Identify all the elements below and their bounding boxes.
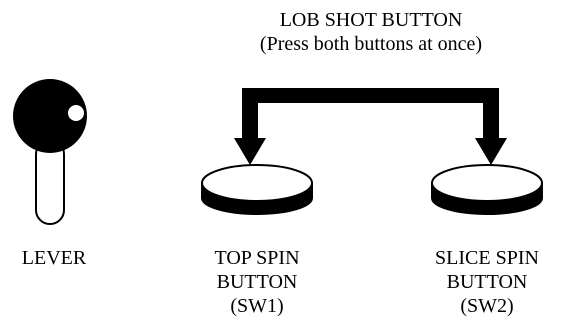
joystick-lever-icon bbox=[13, 79, 87, 225]
slice-spin-label: SLICE SPIN BUTTON (SW2) bbox=[416, 246, 558, 318]
top-spin-label: TOP SPIN BUTTON (SW1) bbox=[186, 246, 328, 318]
lob-shot-title: LOB SHOT BUTTON bbox=[279, 9, 463, 31]
top-spin-switch-id: (SW1) bbox=[230, 295, 284, 317]
lever-label: LEVER bbox=[21, 247, 87, 269]
slice-spin-line2: BUTTON bbox=[446, 271, 528, 293]
top-spin-button-icon bbox=[201, 164, 313, 215]
slice-spin-line1: SLICE SPIN bbox=[435, 247, 539, 269]
lob-shot-label: LOB SHOT BUTTON (Press both buttons at o… bbox=[213, 8, 529, 56]
slice-spin-button-icon bbox=[431, 164, 543, 215]
top-spin-line2: BUTTON bbox=[216, 271, 298, 293]
bracket-arrow-icon bbox=[234, 88, 507, 165]
top-spin-line1: TOP SPIN bbox=[214, 247, 300, 269]
slice-spin-switch-id: (SW2) bbox=[460, 295, 514, 317]
lob-shot-instruction: (Press both buttons at once) bbox=[259, 33, 483, 55]
